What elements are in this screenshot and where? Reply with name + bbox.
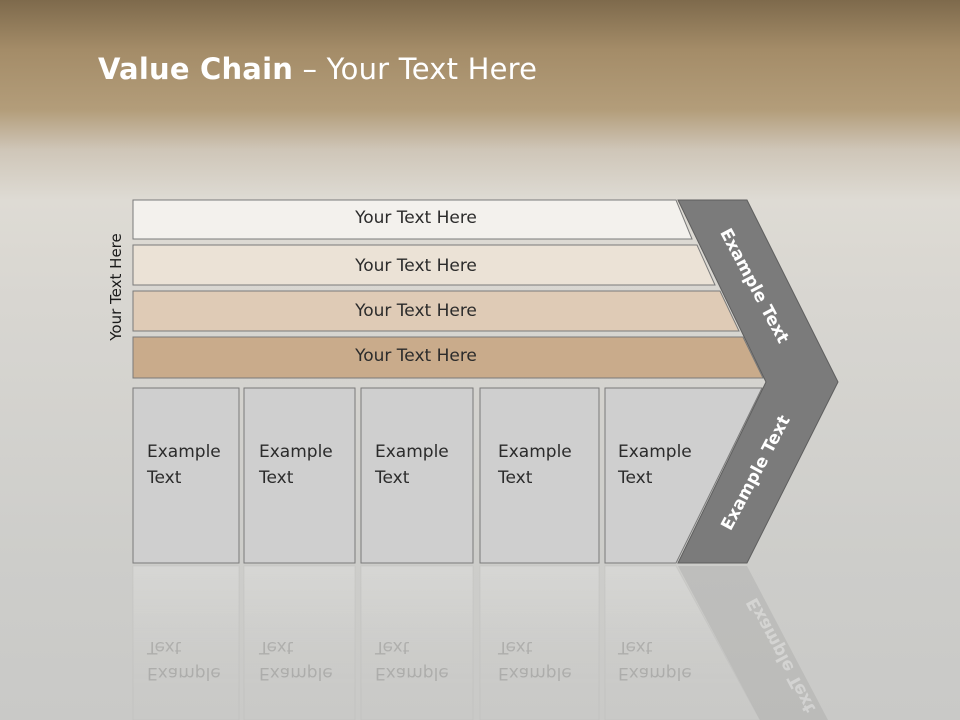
cell-3 [360, 387, 474, 564]
bar-1-label: Your Text Here [355, 208, 477, 228]
bar-2 [132, 244, 716, 286]
bar-4 [132, 336, 764, 379]
bar-3 [132, 290, 740, 332]
bar-2-label: Your Text Here [355, 256, 477, 276]
cell-4-label: Example Text [498, 442, 572, 488]
cell-1-reflection-label: Example Text [147, 637, 221, 683]
reflection [132, 565, 828, 720]
bar-3-label: Your Text Here [355, 301, 477, 321]
cell-5-reflection-label: Example Text [618, 637, 692, 683]
cell-3-reflection-label: Example Text [375, 637, 449, 683]
cell-5 [604, 387, 763, 564]
cell-1 [132, 387, 240, 564]
title-bold: Value Chain [98, 52, 294, 86]
bar-4-label: Your Text Here [355, 346, 477, 366]
cell-2 [243, 387, 356, 564]
cell-4-reflection [479, 565, 600, 720]
cell-1-reflection [132, 565, 240, 720]
cell-4-reflection-label: Example Text [498, 637, 572, 683]
title-rest: – Your Text Here [293, 52, 538, 86]
cell-2-label: Example Text [259, 442, 333, 488]
chevron-reflection [678, 566, 828, 720]
chevron-arrow [677, 199, 839, 564]
cell-5-label: Example Text [618, 442, 692, 488]
slide-title: Value Chain – Your Text Here [98, 52, 537, 86]
cell-3-label: Example Text [375, 442, 449, 488]
cell-2-reflection-label: Example Text [259, 637, 333, 683]
cell-5-reflection [604, 565, 761, 720]
cell-1-label: Example Text [147, 442, 221, 488]
cell-3-reflection [360, 565, 474, 720]
cell-4 [479, 387, 600, 564]
bar-1 [132, 199, 693, 240]
cell-2-reflection [243, 565, 356, 720]
